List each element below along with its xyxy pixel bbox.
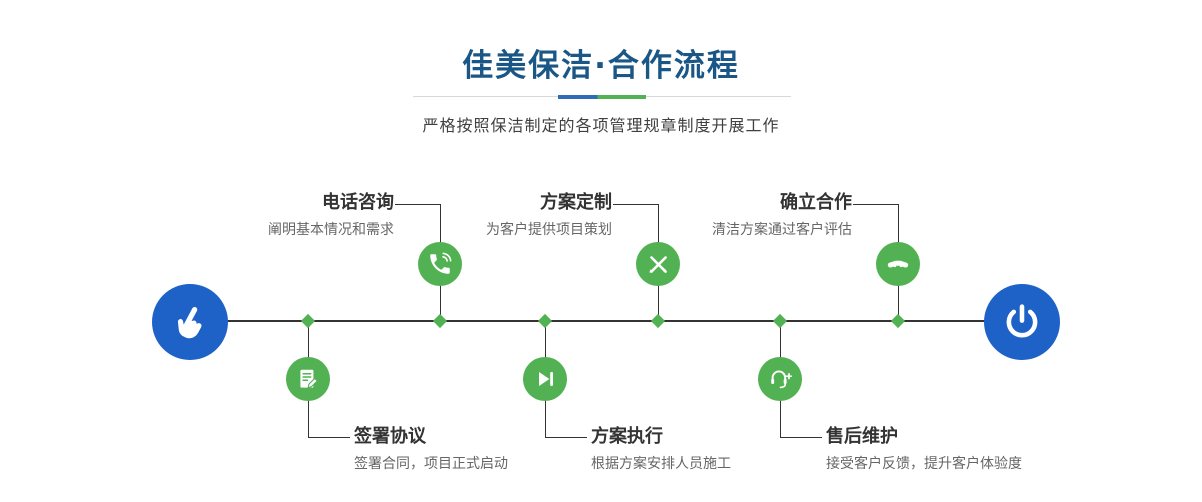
step-node-design bbox=[636, 242, 680, 286]
design-pencil-icon bbox=[649, 256, 667, 273]
step-desc: 阐明基本情况和需求 bbox=[268, 222, 394, 238]
step-node-contract bbox=[286, 357, 330, 401]
timeline-diamond bbox=[432, 313, 448, 329]
step-title: 电话咨询 bbox=[322, 192, 394, 213]
start-node bbox=[152, 284, 228, 360]
page-subtitle: 严格按照保洁制定的各项管理规章制度开展工作 bbox=[422, 116, 780, 135]
connector-line bbox=[545, 437, 587, 438]
step-desc: 根据方案安排人员施工 bbox=[591, 456, 731, 472]
step-label-phone: 电话咨询 阐明基本情况和需求 bbox=[154, 192, 394, 240]
headset-service-icon bbox=[771, 370, 793, 389]
step-title: 方案定制 bbox=[540, 192, 612, 213]
power-icon bbox=[1006, 304, 1038, 338]
phone-call-icon bbox=[430, 252, 452, 274]
step-title: 售后维护 bbox=[826, 426, 898, 447]
timeline-diamond bbox=[537, 313, 553, 329]
step-desc: 接受客户反馈，提升客户体验度 bbox=[826, 456, 1022, 472]
step-label-design: 方案定制 为客户提供项目策划 bbox=[372, 192, 612, 240]
handshake-icon bbox=[887, 260, 909, 268]
step-title: 确立合作 bbox=[780, 192, 852, 213]
step-label-handshake: 确立合作 清洁方案通过客户评估 bbox=[612, 192, 852, 240]
step-label-execute: 方案执行 根据方案安排人员施工 bbox=[591, 426, 871, 474]
title-divider bbox=[413, 94, 791, 99]
step-node-handshake bbox=[876, 242, 920, 286]
timeline-diamond bbox=[650, 313, 666, 329]
connector-line bbox=[780, 437, 822, 438]
step-label-service: 售后维护 接受客户反馈，提升客户体验度 bbox=[826, 426, 1106, 474]
step-desc: 签署合同，项目正式启动 bbox=[354, 456, 508, 472]
timeline-diamond bbox=[300, 313, 316, 329]
connector-line bbox=[395, 204, 440, 205]
contract-icon bbox=[300, 369, 319, 389]
step-node-phone bbox=[418, 242, 462, 286]
connector-line bbox=[308, 437, 350, 438]
step-node-execute bbox=[523, 357, 567, 401]
step-desc: 清洁方案通过客户评估 bbox=[712, 222, 852, 238]
connector-line bbox=[613, 204, 658, 205]
step-title: 方案执行 bbox=[591, 426, 663, 447]
timeline-diamond bbox=[890, 313, 906, 329]
step-label-contract: 签署协议 签署合同，项目正式启动 bbox=[354, 426, 634, 474]
step-desc: 为客户提供项目策划 bbox=[486, 222, 612, 238]
step-title: 签署协议 bbox=[354, 426, 426, 447]
end-node bbox=[984, 284, 1060, 360]
step-node-service bbox=[758, 357, 802, 401]
title-divider-accent bbox=[558, 94, 646, 99]
connector-line bbox=[853, 204, 898, 205]
pointing-hand-icon bbox=[177, 307, 202, 339]
timeline-axis bbox=[190, 320, 1022, 322]
play-execute-icon bbox=[539, 371, 554, 387]
timeline-diamond bbox=[772, 313, 788, 329]
page-title: 佳美保洁·合作流程 bbox=[462, 48, 740, 84]
